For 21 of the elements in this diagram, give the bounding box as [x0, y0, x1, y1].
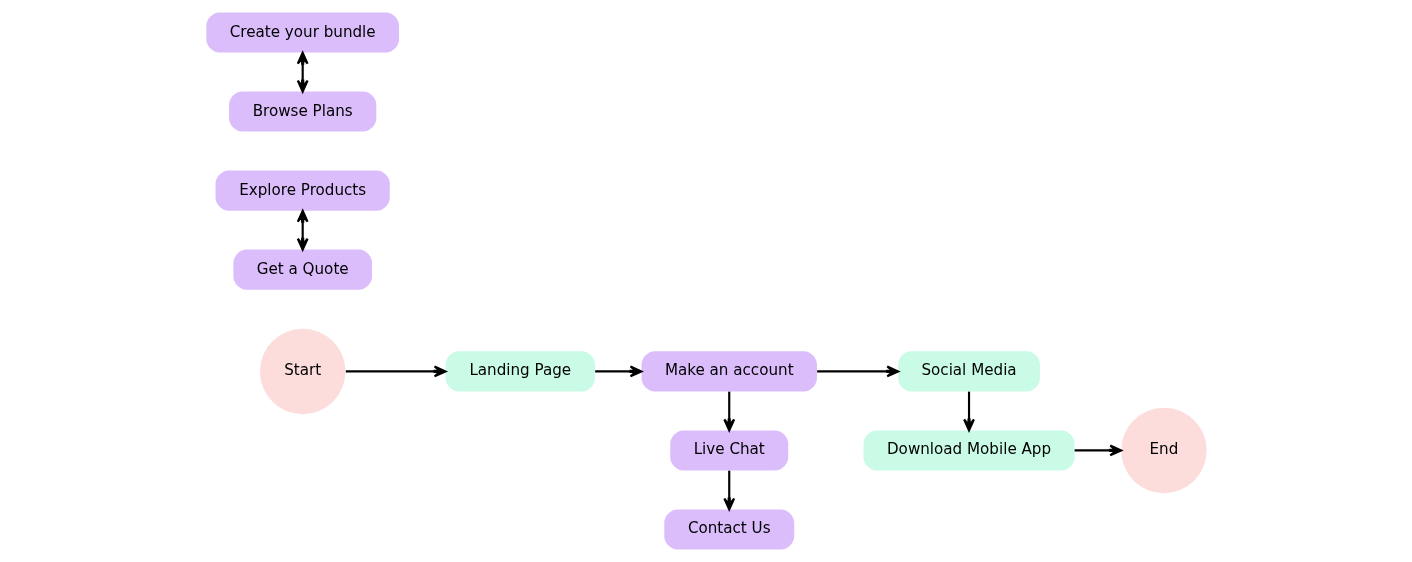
- node-box: Create your bundle: [205, 12, 399, 53]
- node-box: Live Chat: [669, 430, 788, 471]
- arrow: [962, 391, 975, 432]
- arrow: [1074, 444, 1122, 457]
- arrow: [722, 470, 735, 511]
- node-box: Explore Products: [215, 170, 390, 211]
- node-circle: End: [1120, 407, 1207, 494]
- arrow: [296, 51, 309, 93]
- arrow: [816, 365, 899, 378]
- arrow: [296, 209, 309, 251]
- node-box: Browse Plans: [228, 91, 376, 132]
- node-box: Social Media: [897, 351, 1040, 392]
- node-circle: Start: [259, 328, 345, 415]
- node-box: Make an account: [641, 351, 817, 392]
- node-box: Landing Page: [445, 351, 595, 392]
- node-box: Contact Us: [663, 509, 794, 550]
- arrow: [722, 391, 735, 432]
- arrow: [345, 365, 446, 378]
- node-box: Get a Quote: [232, 249, 372, 290]
- node-box: Download Mobile App: [863, 430, 1075, 471]
- arrow: [594, 365, 642, 378]
